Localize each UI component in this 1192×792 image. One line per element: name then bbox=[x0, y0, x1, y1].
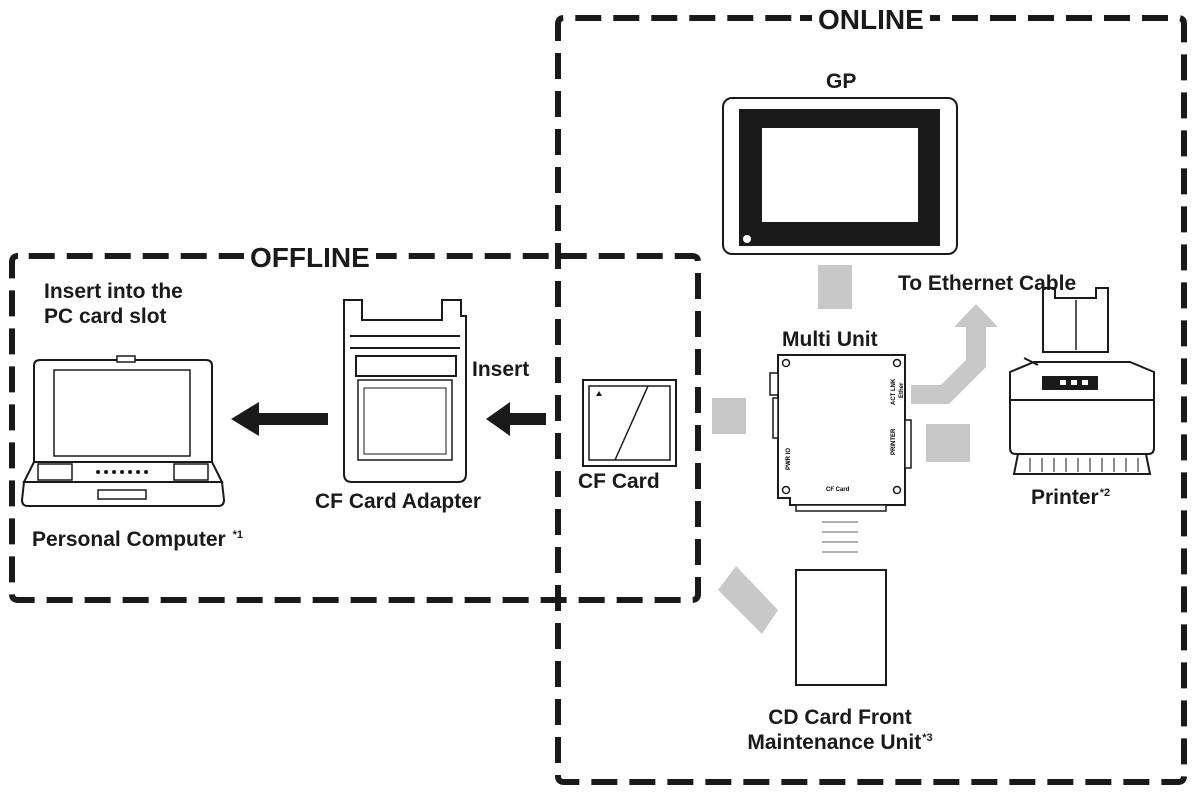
multi-unit-icon: Ether ACT LNK PRINTER PWR IO CF Card bbox=[769, 354, 912, 512]
cd-unit-line2-wrap: Maintenance Unit*3 bbox=[710, 731, 970, 756]
offline-region-label: OFFLINE bbox=[244, 244, 376, 272]
unit-port-cf: CF Card bbox=[826, 487, 850, 493]
printer-label: Printer*2 bbox=[1031, 486, 1110, 511]
cd-link-lines bbox=[822, 521, 858, 553]
cd-unit-line2: Maintenance Unit bbox=[747, 730, 922, 754]
personal-computer-text: Personal Computer bbox=[32, 528, 226, 551]
printer-icon bbox=[1009, 287, 1155, 475]
cd-unit-label: CD Card Front Maintenance Unit*3 bbox=[710, 706, 970, 756]
personal-computer-note: *1 bbox=[232, 529, 243, 541]
insert-pc-slot-label: Insert into the PC card slot bbox=[44, 280, 183, 330]
unit-port-printer: PRINTER bbox=[891, 428, 897, 455]
ethernet-arrow bbox=[911, 304, 998, 404]
online-region-label: ONLINE bbox=[812, 6, 930, 34]
cf-card-label: CF Card bbox=[578, 470, 660, 493]
printer-note: *2 bbox=[1099, 487, 1111, 499]
gp-panel-icon bbox=[722, 97, 958, 255]
cf-card-connector bbox=[712, 398, 746, 434]
insert-label: Insert bbox=[472, 358, 530, 381]
to-ethernet-label: To Ethernet Cable bbox=[898, 272, 1077, 295]
cf-card-adapter-icon bbox=[343, 299, 467, 483]
multi-unit-label: Multi Unit bbox=[782, 328, 878, 351]
cd-unit-line1: CD Card Front bbox=[768, 706, 912, 729]
personal-computer-label: Personal Computer *1 bbox=[32, 528, 243, 553]
gp-connector bbox=[818, 265, 852, 309]
gp-label: GP bbox=[826, 70, 857, 93]
offline-region-border bbox=[9, 253, 701, 603]
online-region-border bbox=[555, 15, 1187, 785]
cd-connector bbox=[718, 566, 778, 634]
insert-pc-slot-line1: Insert into the bbox=[44, 280, 183, 303]
cd-unit-note: *3 bbox=[922, 731, 933, 744]
cf-card-icon bbox=[582, 379, 677, 467]
unit-port-io: PWR IO bbox=[786, 448, 792, 470]
printer-connector bbox=[926, 424, 970, 462]
unit-port-ethernet: Ether bbox=[899, 382, 905, 398]
card-insert-arrow bbox=[486, 402, 546, 436]
cd-unit-icon bbox=[795, 569, 887, 686]
unit-port-link: ACT LNK bbox=[891, 378, 897, 405]
adapter-to-pc-arrow bbox=[231, 402, 328, 436]
insert-pc-slot-line2: PC card slot bbox=[44, 304, 167, 328]
personal-computer-icon bbox=[20, 355, 226, 507]
cf-card-adapter-label: CF Card Adapter bbox=[315, 490, 482, 513]
printer-text: Printer bbox=[1031, 486, 1099, 509]
